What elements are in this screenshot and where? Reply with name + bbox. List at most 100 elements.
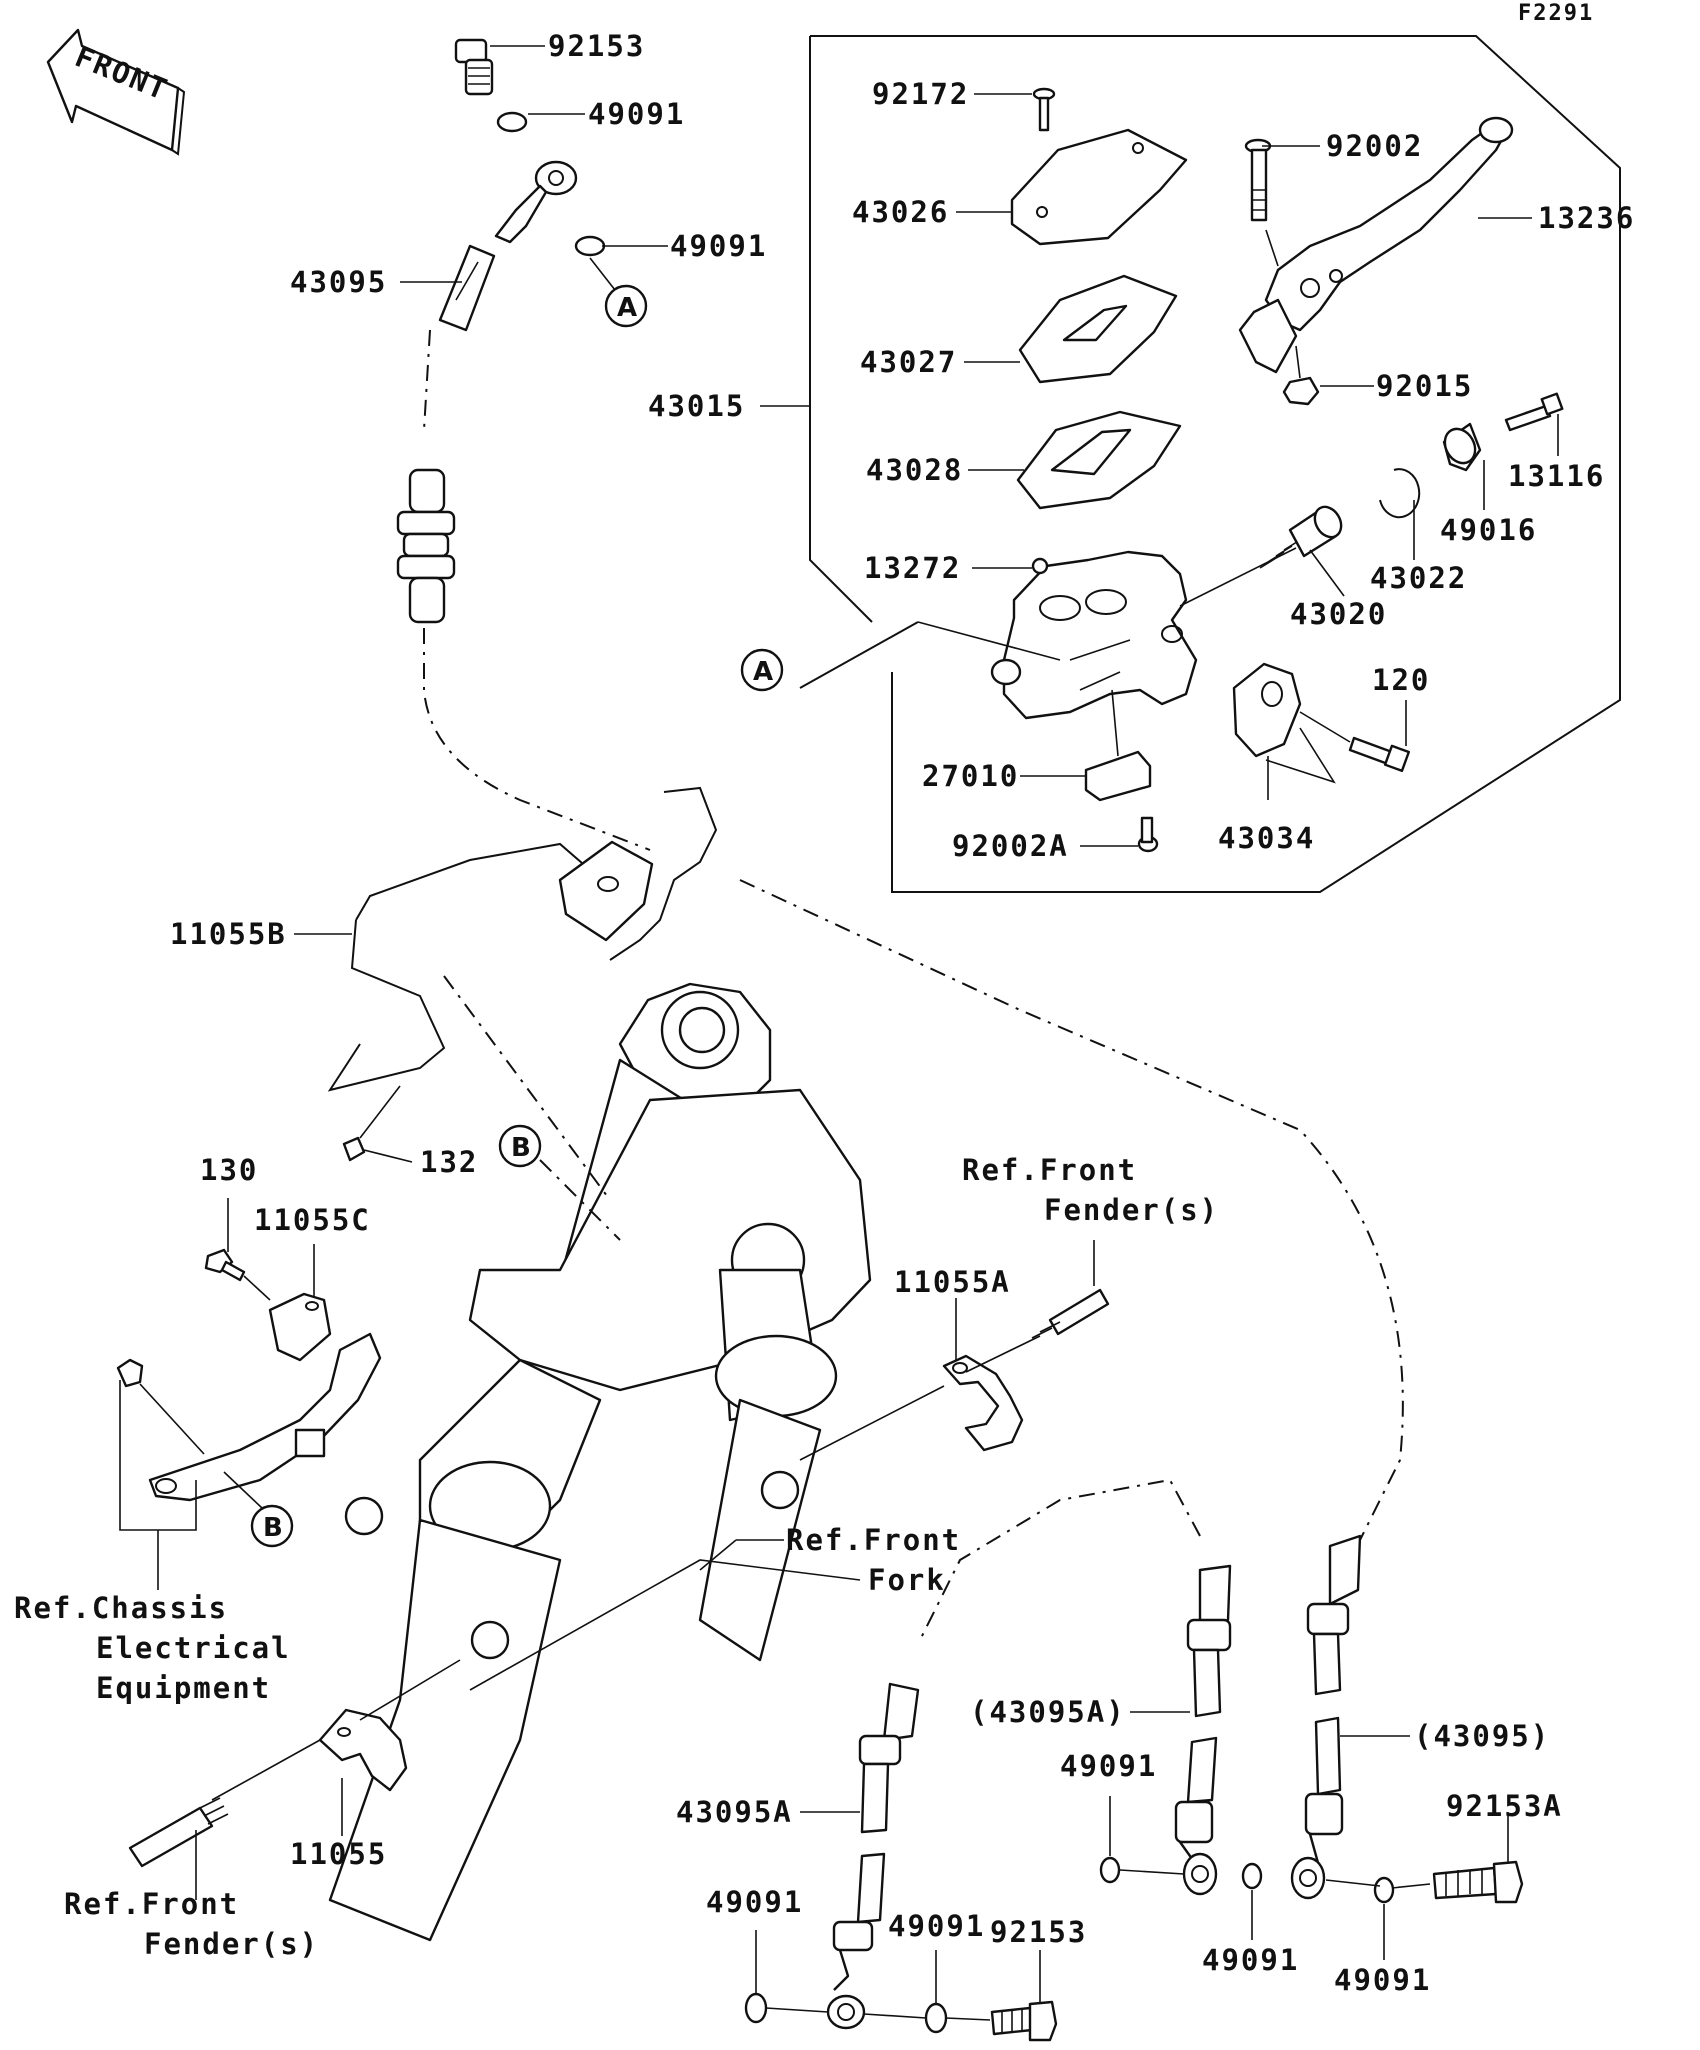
label-49091-a: 49091 [588,97,685,131]
bracket-11055 [318,1708,408,1792]
hose-banjo-upper [494,160,578,244]
label-43020: 43020 [1290,597,1387,631]
bracket-11055A [942,1354,1024,1452]
washer-49091-f [924,2002,948,2034]
label-43095-paren: (43095) [1414,1719,1550,1753]
label-92153-top: 92153 [548,29,645,63]
front-fork [328,982,872,1942]
ref-front-fender-bottom-2: Fender(s) [144,1927,319,1961]
ref-front-fork-2: Fork [868,1563,946,1597]
label-49091-f: 49091 [888,1909,985,1943]
pivot-bolt-92002 [1244,138,1272,222]
washer-49091-e [1241,1862,1263,1890]
label-43034: 43034 [1218,821,1315,855]
label-92002A: 92002A [952,829,1069,863]
bracket-11055C [268,1292,332,1362]
piston-43020 [1259,505,1343,569]
ref-chassis-1: Ref.Chassis [14,1591,228,1625]
callout-b-upper [498,1124,542,1168]
screw-92002A [1137,816,1159,853]
valve-13272 [1031,557,1049,575]
label-49091-d: 49091 [1060,1749,1157,1783]
pin-13116 [1504,392,1564,432]
brake-hose-43095A-paren [1174,1564,1232,1896]
ref-front-fender-bottom-1: Ref.Front [64,1887,239,1921]
hose-joint-upper [396,468,456,624]
brake-hose-43095-upper [438,244,496,332]
label-11055C: 11055C [254,1203,371,1237]
bolt-130 [204,1248,246,1282]
label-13116: 13116 [1508,459,1605,493]
label-11055A: 11055A [894,1265,1011,1299]
cap-43026 [1010,128,1188,246]
diaphragm-43028 [1016,410,1182,510]
plate-43027 [1018,274,1178,384]
bolt-120 [1348,736,1411,773]
washer-49091-b [574,235,606,257]
ref-front-fender-top-1: Ref.Front [962,1153,1137,1187]
ref-front-fork-1: Ref.Front [786,1523,961,1557]
ref-chassis-3: Equipment [96,1671,271,1705]
nut-92015 [1282,376,1320,406]
diagram-code: F2291 [1518,1,1594,26]
label-49091-b: 49091 [670,229,767,263]
stud-front-fender-bottom [128,1797,229,1868]
chassis-bracket [116,1332,382,1502]
callout-a-upper-text: A [617,293,637,323]
label-13236: 13236 [1538,201,1635,235]
screw-132 [342,1136,366,1162]
label-43022: 43022 [1370,561,1467,595]
washer-49091-c [744,1992,768,2024]
circlip-43022 [1379,468,1421,519]
callout-b-lower-text: B [263,1513,283,1543]
label-27010: 27010 [922,759,1019,793]
washer-49091-a [496,111,528,133]
label-13272: 13272 [864,551,961,585]
label-92015: 92015 [1376,369,1473,403]
label-11055B: 11055B [170,917,287,951]
label-43026: 43026 [852,195,949,229]
label-49016: 49016 [1440,513,1537,547]
label-92002: 92002 [1326,129,1423,163]
label-92172: 92172 [872,77,969,111]
switch-27010 [1084,750,1152,802]
label-43027: 43027 [860,345,957,379]
label-49091-c: 49091 [706,1885,803,1919]
callout-b-lower [250,1504,294,1548]
callout-a-upper [604,284,648,328]
banjo-bolt-92153-top [454,38,494,96]
master-cylinder-group-box [810,35,1621,893]
callout-b-upper-text: B [511,1133,531,1163]
label-43095A: 43095A [676,1795,793,1829]
label-92153A: 92153A [1446,1789,1563,1823]
washer-49091-g [1373,1876,1395,1904]
label-43015: 43015 [648,389,745,423]
washer-49091-d [1099,1856,1121,1884]
brake-hose-43095A [826,1682,920,2030]
lever-13236 [1238,116,1514,374]
label-49091-g: 49091 [1334,1963,1431,1997]
label-43095: 43095 [290,265,387,299]
ref-front-fender-top-2: Fender(s) [1044,1193,1219,1227]
callout-a-lower-text: A [753,657,773,687]
label-49091-e: 49091 [1202,1943,1299,1977]
brake-hose-43095-lower [1290,1534,1362,1900]
screw-92172 [1032,87,1056,132]
label-120: 120 [1372,663,1430,697]
label-43028: 43028 [866,453,963,487]
label-130: 130 [200,1153,258,1187]
master-cylinder-body [990,550,1198,720]
ref-chassis-2: Electrical [96,1631,291,1665]
label-92153-bottom: 92153 [990,1915,1087,1949]
front-arrow-icon: FRONT [46,28,186,156]
holder-43034 [1232,662,1302,758]
banjo-bolt-92153A [1432,1860,1524,1904]
label-43095A-paren: (43095A) [970,1695,1126,1729]
callout-a-lower [740,648,784,692]
banjo-bolt-92153-bottom [990,2000,1058,2042]
bracket-11055B [327,786,718,1092]
stud-front-fender-top [1031,1288,1110,1339]
label-11055: 11055 [290,1837,387,1871]
label-132: 132 [420,1145,478,1179]
